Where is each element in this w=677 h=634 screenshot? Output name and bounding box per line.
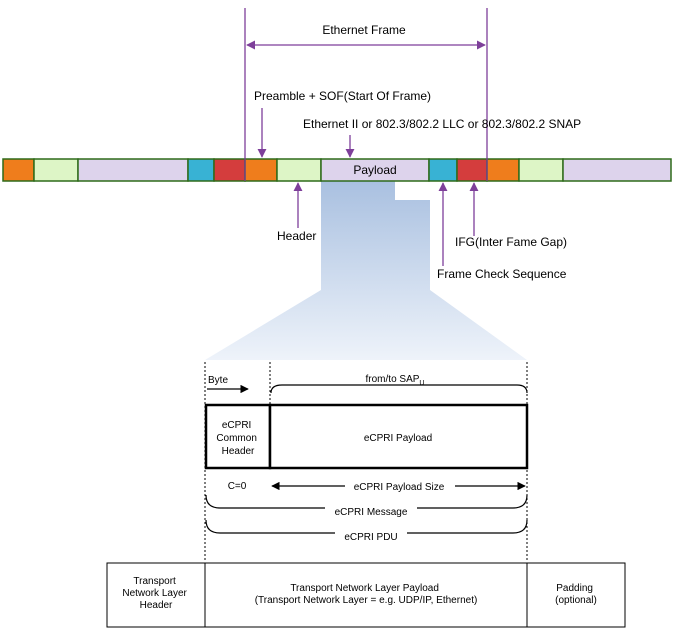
segment-red-1 xyxy=(213,158,246,182)
c0-label: C=0 xyxy=(228,481,247,492)
transport-padding-text: Padding (optional) xyxy=(555,583,597,606)
transport-payload-box xyxy=(204,562,528,628)
transport-section: Transport Network Layer Header Transport… xyxy=(106,562,626,628)
transport-payload-text: Transport Network Layer Payload (Transpo… xyxy=(255,583,478,606)
transport-padding-box xyxy=(526,562,626,628)
segment-lavender-3 xyxy=(562,158,672,182)
zoom-projection xyxy=(205,181,527,360)
segment-green-1 xyxy=(33,158,79,182)
ethernet-type-label: Ethernet II or 802.3/802.2 LLC or 802.3/… xyxy=(303,117,581,131)
ifg-label: IFG(Inter Fame Gap) xyxy=(455,235,567,249)
header-label: Header xyxy=(277,229,316,243)
transport-header-box xyxy=(106,562,206,628)
segment-fcs xyxy=(428,158,458,182)
segment-orange-1 xyxy=(2,158,35,182)
pdu-label: eCPRI PDU xyxy=(344,532,397,543)
payload-label: Payload xyxy=(353,163,396,177)
segment-cyan-1 xyxy=(187,158,215,182)
segment-lavender-1 xyxy=(77,158,189,182)
ecpri-payload-label: eCPRI Payload xyxy=(364,433,432,444)
segment-ifg xyxy=(456,158,488,182)
payload-size-label-bg xyxy=(345,478,455,492)
segment-green-3 xyxy=(518,158,564,182)
payload-size-label: eCPRI Payload Size xyxy=(354,482,445,493)
ecpri-header-box xyxy=(204,403,272,470)
segment-preamble xyxy=(244,158,278,182)
fcs-label: Frame Check Sequence xyxy=(437,267,567,281)
message-label: eCPRI Message xyxy=(335,507,408,518)
message-label-bg xyxy=(325,504,417,516)
ethernet-frame-label: Ethernet Frame xyxy=(322,23,406,37)
transport-header-text: Transport Network Layer Header xyxy=(122,576,189,611)
ecpri-section: Byte from/to SAPU eCPRI Common Header eC… xyxy=(204,362,529,562)
pdu-label-bg xyxy=(335,529,407,541)
sap-brace xyxy=(270,384,528,394)
segment-orange-3 xyxy=(486,158,520,182)
segment-header xyxy=(276,158,322,182)
byte-label: Byte xyxy=(208,375,228,386)
ethernet-frame-strip xyxy=(2,158,672,182)
ecpri-header-text: eCPRI Common Header xyxy=(216,420,259,457)
sap-label: from/to SAPU xyxy=(366,374,425,387)
preamble-label: Preamble + SOF(Start Of Frame) xyxy=(254,89,431,103)
ecpri-payload-box xyxy=(268,403,529,470)
